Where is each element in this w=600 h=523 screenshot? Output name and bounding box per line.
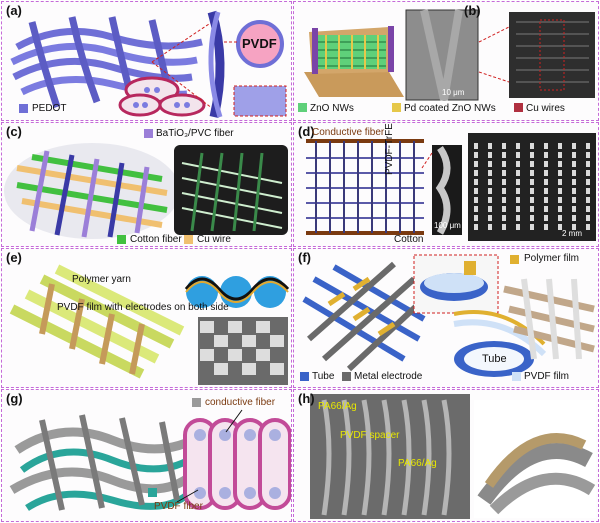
scale-2mm: 2 mm [562, 229, 582, 238]
panel-c-label: (c) [6, 124, 22, 139]
pvdf-spacer: PVDF spacer [340, 430, 400, 441]
conductive-fiber-legend: conductive fiber [205, 397, 276, 408]
panel-f-label: (f) [298, 250, 311, 265]
conductive-fiber-label: Conductive fiber [312, 127, 385, 138]
tube-legend: Tube [312, 371, 335, 382]
film-cross-section [184, 276, 290, 308]
pvdf-circle-text: PVDF [242, 36, 277, 51]
zno-legend: ZnO NWs [310, 103, 354, 114]
panel-g-label: (g) [6, 391, 23, 406]
polymer-film-label: Polymer film [524, 253, 580, 264]
panel-c: (c) BaTiO₃/PVC fiber Cotton fiber Cu wir… [1, 122, 292, 247]
cotton-label: Cotton [394, 234, 424, 245]
panel-h-label: (h) [298, 391, 315, 406]
panel-b-scale: 10 μm [442, 88, 465, 97]
cuwire-legend: Cu wire [197, 234, 231, 245]
metal-electrode-legend: Metal electrode [354, 371, 423, 382]
panel-e: (e) Polymer yarn PVDF film with electrod… [1, 248, 292, 388]
fabric-photo [503, 278, 595, 360]
panel-a-illustration [10, 10, 287, 119]
panel-h-illustration [310, 394, 596, 519]
yarn-bundles [9, 264, 185, 379]
knitted-photo [468, 133, 596, 241]
pvdf-circle [236, 20, 284, 68]
pvdf-film-label: PVDF film with electrodes on both side [57, 302, 229, 313]
panel-c-illustration [4, 129, 288, 244]
panel-g: (g) conductive fiber PVDF fiber [1, 389, 292, 522]
panel-f: (f) Polymer film Tube Tube Metal electro… [293, 248, 599, 388]
pvdf-trfe-label: PVDF-TrFE fiber [384, 122, 395, 175]
zno-device [304, 26, 404, 97]
panel-g-illustration [9, 398, 291, 511]
pvdf-fiber-legend: PVDF fiber [154, 501, 203, 512]
panel-a: (a) PVDF PEDOT [1, 1, 292, 121]
pa66-ag-top: PA66/Ag [318, 401, 357, 412]
cotton-legend: Cotton fiber [130, 234, 182, 245]
tube-fabric [302, 261, 427, 372]
panel-e-illustration [9, 264, 290, 385]
pvdf-film-legend: PVDF film [524, 371, 569, 382]
panel-a-label: (a) [6, 3, 22, 18]
fabric-grid [306, 139, 424, 235]
scale-100um: 100 μm [434, 221, 461, 230]
panel-e-label: (e) [6, 250, 22, 265]
panel-d-label: (d) [298, 124, 315, 139]
pedot-legend: PEDOT [32, 103, 67, 114]
panel-b-label: (b) [464, 3, 481, 18]
pedot-fabric-mesh [10, 16, 203, 109]
3d-knitted-fabric [9, 414, 205, 511]
panel-b-illustration [298, 9, 595, 112]
batio3-legend: BaTiO₃/PVC fiber [156, 128, 234, 139]
fiber-magnified-box [233, 85, 287, 117]
fabric-photo [509, 12, 595, 98]
panel-d: (d) Conductive fiber PVDF-TrFE fiber Cot… [293, 122, 599, 247]
panel-d-illustration [306, 133, 596, 241]
cross-section-fibers [118, 76, 206, 117]
cross-section-capsules [183, 418, 291, 510]
panel-f-illustration [300, 254, 595, 381]
tube-text: Tube [482, 353, 507, 365]
twisted-fiber [207, 10, 225, 119]
panel-b: (b) 10 μm ZnO NWs Pd coated ZnO NWs Cu w… [293, 1, 599, 121]
polymer-yarn-label: Polymer yarn [72, 274, 131, 285]
woven-fabric [16, 150, 168, 238]
pd-legend: Pd coated ZnO NWs [404, 103, 496, 114]
pa66-ag-bottom: PA66/Ag [398, 458, 437, 469]
panel-h: (h) PA66/Ag PVDF spacer PA66/Ag [293, 389, 599, 522]
fabric-photo [174, 145, 288, 235]
cu-legend: Cu wires [526, 103, 565, 114]
